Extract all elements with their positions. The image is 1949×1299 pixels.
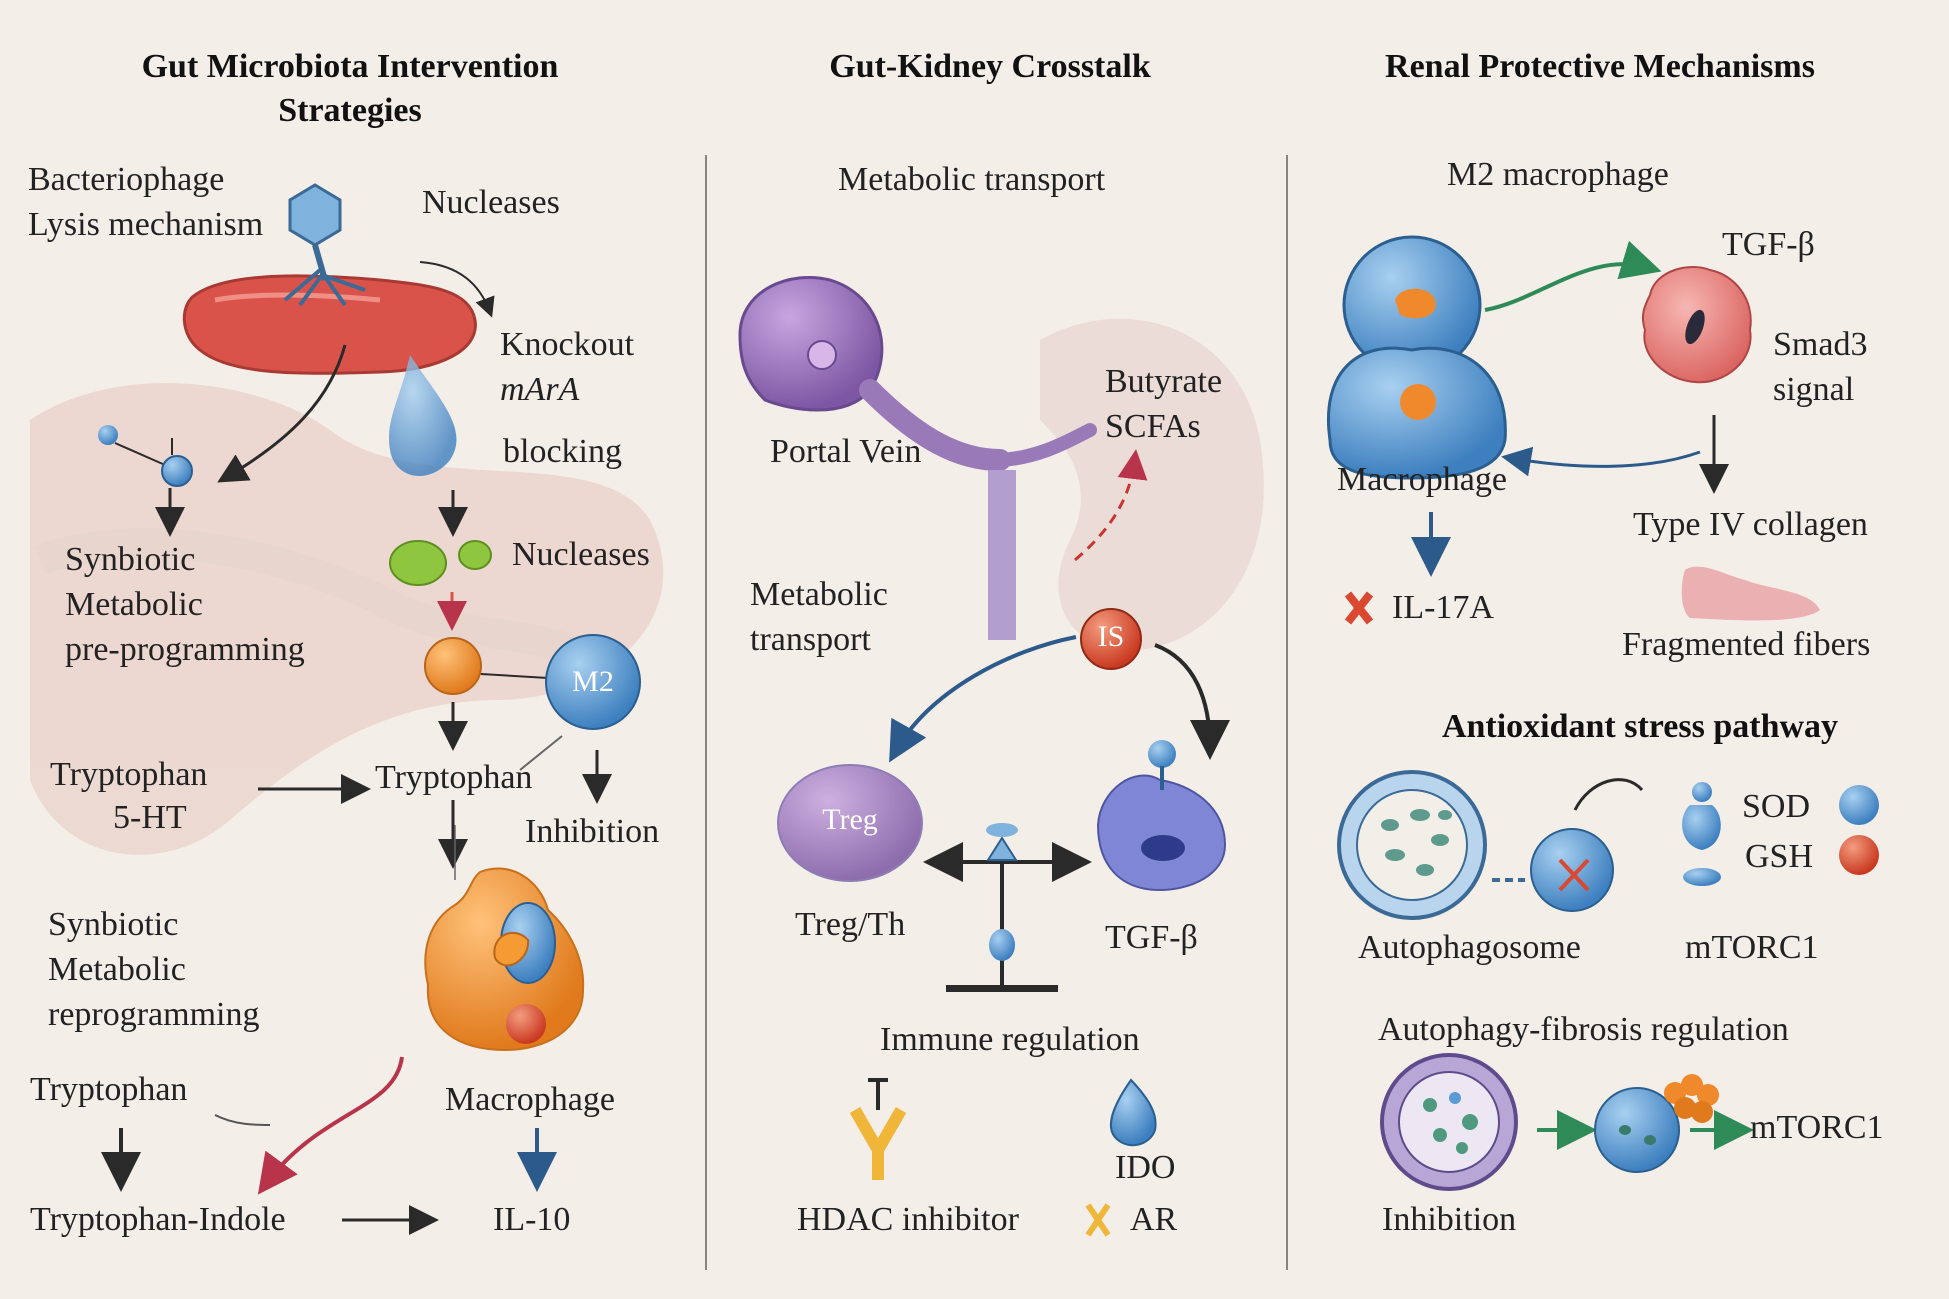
label-portal-vein: Portal Vein xyxy=(770,433,922,470)
is-node xyxy=(1080,608,1142,670)
gsh-dot xyxy=(1839,835,1879,875)
label-fragmented-fibers: Fragmented fibers xyxy=(1622,626,1871,663)
macrophage-right-icon xyxy=(1327,235,1507,480)
label-signal: signal xyxy=(1773,371,1855,408)
background-kidney-shape xyxy=(1040,318,1264,651)
mtorc1-complex-icon xyxy=(1664,1074,1719,1123)
label-butyrate: Butyrate xyxy=(1105,363,1223,400)
droplet-icon xyxy=(389,355,457,477)
sod-dot xyxy=(1839,785,1879,825)
label-metabolic: Metabolic xyxy=(750,576,888,613)
label-is: IS xyxy=(1097,620,1125,653)
label-tgfb-center: TGF-β xyxy=(1105,919,1198,956)
balance-scale-icon xyxy=(923,823,1092,992)
label-synbiotic-2: Synbiotic xyxy=(48,906,179,943)
header-right: Renal Protective Mechanisms xyxy=(1385,48,1815,85)
label-mtorc1-a: mTORC1 xyxy=(1685,929,1819,966)
nucleases-icon xyxy=(389,540,492,586)
fragmented-fibers-icon xyxy=(1681,566,1820,621)
label-il17a: IL-17A xyxy=(1392,589,1494,626)
label-preprogramming: pre-programming xyxy=(65,631,305,668)
label-metabolic-2: Metabolic xyxy=(48,951,186,988)
header-left-line2: Strategies xyxy=(278,92,422,129)
label-type4-collagen: Type IV collagen xyxy=(1633,506,1868,543)
label-knockout: Knockout xyxy=(500,326,635,363)
treg-cell xyxy=(777,764,923,882)
label-immune-regulation: Immune regulation xyxy=(880,1021,1140,1058)
ar-icon xyxy=(1085,1203,1111,1237)
label-nucleases-top: Nucleases xyxy=(422,184,560,221)
smad3-cell-icon xyxy=(1641,266,1752,384)
bacteria-icon xyxy=(182,274,477,375)
label-gsh: GSH xyxy=(1745,838,1814,875)
label-tryptophan-a: Tryptophan xyxy=(50,756,208,793)
inhibition-cell-icon xyxy=(1380,1053,1518,1191)
label-tryptophan-c: Tryptophan xyxy=(30,1071,188,1108)
label-treg-th: Treg/Th xyxy=(795,906,906,943)
background-intestine-shape xyxy=(30,382,664,855)
portal-vein-icon xyxy=(738,275,1097,640)
label-lysis: Lysis mechanism xyxy=(28,206,264,243)
label-mtorc1-b: mTORC1 xyxy=(1750,1109,1884,1146)
label-il10: IL-10 xyxy=(493,1201,571,1238)
label-transport: transport xyxy=(750,621,871,658)
label-scfas: SCFAs xyxy=(1105,408,1201,445)
label-nucleases-mid: Nucleases xyxy=(512,536,650,573)
ido-drop-icon xyxy=(1109,1078,1157,1147)
label-reprogramming: reprogramming xyxy=(48,996,260,1033)
label-blocking: blocking xyxy=(503,433,622,470)
label-tryptophan-indole: Tryptophan-Indole xyxy=(30,1201,286,1238)
label-antioxidant: Antioxidant stress pathway xyxy=(1441,708,1839,745)
macrophage-left-icon xyxy=(424,867,585,1052)
label-inhibition-left: Inhibition xyxy=(525,813,660,850)
label-smad3: Smad3 xyxy=(1773,326,1868,363)
label-macrophage-left: Macrophage xyxy=(445,1081,615,1118)
label-autophagosome: Autophagosome xyxy=(1358,929,1581,966)
label-metabolic-transport-top: Metabolic transport xyxy=(838,161,1106,198)
label-ido: IDO xyxy=(1115,1149,1176,1186)
label-m2-macrophage: M2 macrophage xyxy=(1447,156,1669,193)
tgfb-cell-icon xyxy=(1096,740,1227,892)
header-center: Gut-Kidney Crosstalk xyxy=(829,48,1151,85)
label-hdac: HDAC inhibitor xyxy=(797,1201,1019,1238)
m2-node xyxy=(545,634,641,730)
blue-node xyxy=(161,455,193,487)
hdac-inhibitor-icon xyxy=(849,1078,907,1180)
mtorc1-cell-icon xyxy=(1594,1087,1680,1173)
small-blue-node xyxy=(98,425,118,445)
sod-drop-icon xyxy=(1682,782,1721,886)
header-left: Gut Microbiota Intervention Strategies xyxy=(100,45,600,133)
autophagosome-icon xyxy=(1337,770,1487,920)
label-sod: SOD xyxy=(1742,788,1811,825)
label-mara: mArA xyxy=(500,371,580,408)
label-inhibition-right: Inhibition xyxy=(1382,1201,1517,1238)
label-m2: M2 xyxy=(572,665,614,698)
label-tgfb-right: TGF-β xyxy=(1722,226,1815,263)
label-synbiotic-1: Synbiotic xyxy=(65,541,196,578)
label-metabolic-1: Metabolic xyxy=(65,586,203,623)
bacteriophage-icon xyxy=(283,183,366,307)
orange-node xyxy=(424,637,482,695)
label-ar: AR xyxy=(1130,1201,1178,1238)
label-bacteriophage: Bacteriophage xyxy=(28,161,225,198)
label-treg: Treg xyxy=(822,803,878,836)
label-5ht: 5-HT xyxy=(113,799,187,836)
header-left-line1: Gut Microbiota Intervention xyxy=(141,48,559,85)
label-tryptophan-b: Tryptophan xyxy=(375,759,533,796)
label-autophagy-fibrosis: Autophagy-fibrosis regulation xyxy=(1378,1011,1789,1048)
x-mark-icon xyxy=(1344,591,1374,625)
label-macrophage-right: Macrophage xyxy=(1337,461,1507,498)
